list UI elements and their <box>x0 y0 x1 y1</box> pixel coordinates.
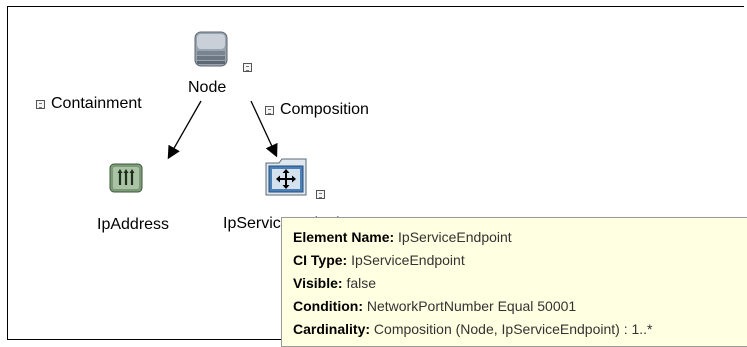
tooltip-element-name-row: Element Name: IpServiceEndpoint <box>293 229 512 245</box>
node-label: Node <box>188 79 227 96</box>
relationship-icon <box>36 99 45 109</box>
service-endpoint-icon <box>265 157 307 202</box>
composition-label: Composition <box>265 101 369 119</box>
endpoint-badge-icon <box>316 190 325 199</box>
server-stack-icon <box>194 31 228 72</box>
edges-layer <box>167 100 278 160</box>
tooltip-ci-type-row: CI Type: IpServiceEndpoint <box>293 252 465 268</box>
ipaddress-ci[interactable]: IpAddress <box>97 163 180 233</box>
tooltip-condition-row: Condition: NetworkPortNumber Equal 50001 <box>293 298 577 314</box>
element-tooltip: Element Name: IpServiceEndpoint CI Type:… <box>281 217 747 347</box>
ipaddress-label: IpAddress <box>97 216 170 233</box>
ip-address-icon <box>109 163 143 198</box>
containment-label: Containment <box>36 95 142 113</box>
composition-edge[interactable] <box>250 100 278 158</box>
tooltip-visible-row: Visible: false <box>293 275 377 291</box>
node-ci[interactable]: Node <box>188 31 252 101</box>
tooltip-cardinality-row: Cardinality: Composition (Node, IpServic… <box>293 321 653 337</box>
node-badge-icon <box>243 63 252 72</box>
containment-edge[interactable] <box>167 100 202 160</box>
relationship-icon <box>265 105 274 115</box>
